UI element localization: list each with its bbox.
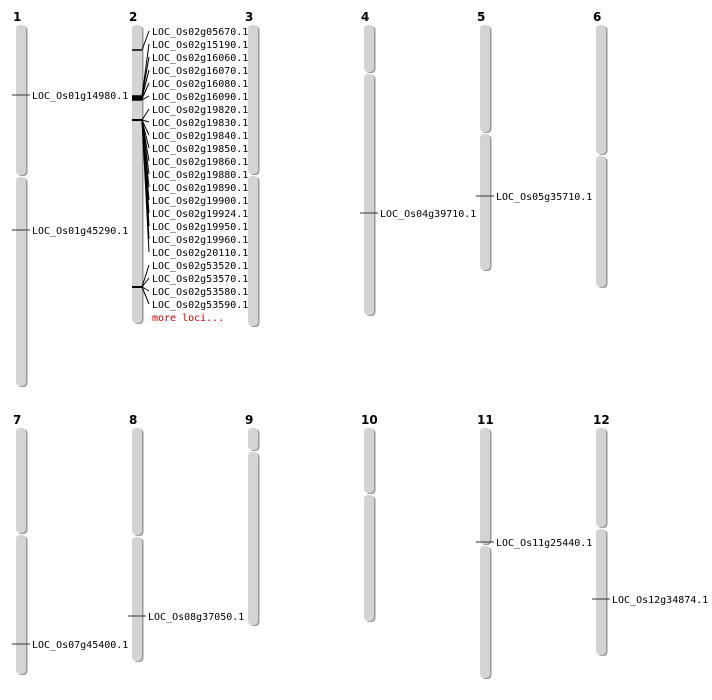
chromosome-long-arm xyxy=(16,535,26,674)
chromosome-10[interactable]: 10 xyxy=(361,413,378,622)
chromosome-long-arm xyxy=(248,176,258,326)
locus-connector xyxy=(141,56,150,98)
chromosome-short-arm xyxy=(16,25,26,175)
locus-label[interactable]: LOC_Os02g19900.1 xyxy=(152,196,248,207)
locus-label[interactable]: LOC_Os02g16060.1 xyxy=(152,53,248,64)
chromosome-2[interactable]: 2LOC_Os02g05670.1LOC_Os02g15190.1LOC_Os0… xyxy=(129,10,248,324)
chromosome-short-arm xyxy=(480,428,490,544)
chromosome-short-arm xyxy=(248,428,258,450)
chromosome-long-arm xyxy=(248,452,258,625)
chromosome-short-arm xyxy=(132,25,142,323)
locus-connector xyxy=(141,119,150,123)
locus-label[interactable]: LOC_Os02g05670.1 xyxy=(152,27,248,38)
locus-label[interactable]: LOC_Os02g16070.1 xyxy=(152,66,248,77)
locus-label[interactable]: LOC_Os02g19860.1 xyxy=(152,157,248,168)
chromosome-3[interactable]: 3 xyxy=(245,10,260,327)
locus-label[interactable]: LOC_Os05g35710.1 xyxy=(496,192,592,203)
chromosome-long-arm xyxy=(596,156,606,287)
chromosome-short-arm xyxy=(480,25,490,132)
locus-connector xyxy=(141,119,150,136)
chromosome-label: 5 xyxy=(477,10,485,24)
locus-label[interactable]: LOC_Os02g53580.1 xyxy=(152,287,248,298)
chromosome-long-arm xyxy=(364,495,374,621)
locus-connector xyxy=(141,277,150,288)
chromosome-label: 6 xyxy=(593,10,601,24)
chromosome-label: 1 xyxy=(13,10,21,24)
chromosome-short-arm xyxy=(16,428,26,533)
chromosome-long-arm xyxy=(596,529,606,655)
locus-label[interactable]: LOC_Os02g19830.1 xyxy=(152,118,248,129)
locus-connector xyxy=(141,286,150,305)
locus-label[interactable]: LOC_Os02g16090.1 xyxy=(152,92,248,103)
locus-label[interactable]: LOC_Os02g19820.1 xyxy=(152,105,248,116)
locus-label[interactable]: LOC_Os04g39710.1 xyxy=(380,209,476,220)
locus-label[interactable]: LOC_Os02g19840.1 xyxy=(152,131,248,142)
locus-connector xyxy=(141,119,150,253)
chromosome-short-arm xyxy=(132,428,142,535)
chromosome-label: 2 xyxy=(129,10,137,24)
chromosome-label: 12 xyxy=(593,413,610,427)
locus-label[interactable]: LOC_Os11g25440.1 xyxy=(496,538,592,549)
locus-label[interactable]: LOC_Os08g37050.1 xyxy=(148,612,244,623)
chromosome-short-arm xyxy=(248,25,258,174)
chromosome-long-arm xyxy=(364,74,374,315)
chromosome-label: 11 xyxy=(477,413,494,427)
locus-label[interactable]: LOC_Os01g45290.1 xyxy=(32,226,128,237)
locus-label[interactable]: LOC_Os02g19960.1 xyxy=(152,235,248,246)
locus-connector xyxy=(141,108,150,121)
locus-label[interactable]: LOC_Os02g53590.1 xyxy=(152,300,248,311)
chromosome-6[interactable]: 6 xyxy=(593,10,608,288)
chromosome-long-arm xyxy=(132,537,142,661)
locus-connector xyxy=(141,82,150,100)
chromosome-long-arm xyxy=(480,546,490,678)
locus-label[interactable]: LOC_Os02g19950.1 xyxy=(152,222,248,233)
locus-label[interactable]: LOC_Os02g15190.1 xyxy=(152,40,248,51)
chromosome-label: 7 xyxy=(13,413,21,427)
chromosome-short-arm xyxy=(364,25,374,72)
locus-label[interactable]: LOC_Os02g19890.1 xyxy=(152,183,248,194)
locus-label[interactable]: LOC_Os07g45400.1 xyxy=(32,640,128,651)
chromosome-label: 4 xyxy=(361,10,369,24)
chromosome-long-arm xyxy=(480,134,490,270)
locus-connector xyxy=(141,43,150,97)
locus-label[interactable]: LOC_Os02g19850.1 xyxy=(152,144,248,155)
locus-label[interactable]: LOC_Os02g19880.1 xyxy=(152,170,248,181)
locus-connector xyxy=(141,30,150,51)
locus-label[interactable]: LOC_Os02g19924.1 xyxy=(152,209,248,220)
chromosome-long-arm xyxy=(16,177,26,386)
chromosome-label: 3 xyxy=(245,10,253,24)
chromosome-short-arm xyxy=(596,428,606,527)
locus-label[interactable]: LOC_Os01g14980.1 xyxy=(32,91,128,102)
more-loci-link[interactable]: more loci... xyxy=(152,313,224,324)
locus-label[interactable]: LOC_Os02g16080.1 xyxy=(152,79,248,90)
chromosome-label: 9 xyxy=(245,413,253,427)
chromosome-label: 10 xyxy=(361,413,378,427)
locus-connector xyxy=(141,69,150,99)
locus-connector xyxy=(141,286,150,292)
locus-connector xyxy=(141,95,150,101)
chromosome-short-arm xyxy=(596,25,606,154)
locus-label[interactable]: LOC_Os02g53520.1 xyxy=(152,261,248,272)
chromosome-short-arm xyxy=(364,428,374,493)
chromosome-label: 8 xyxy=(129,413,137,427)
chromosome-9[interactable]: 9 xyxy=(245,413,260,626)
locus-label[interactable]: LOC_Os12g34874.1 xyxy=(612,595,708,606)
locus-connector xyxy=(141,264,150,288)
locus-label[interactable]: LOC_Os02g53570.1 xyxy=(152,274,248,285)
locus-label[interactable]: LOC_Os02g20110.1 xyxy=(152,248,248,259)
